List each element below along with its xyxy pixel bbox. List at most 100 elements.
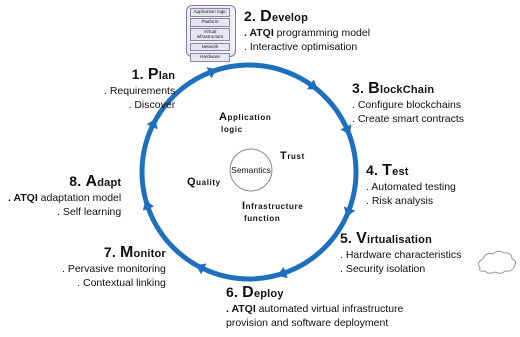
step-item-text: provision and software deployment <box>226 317 389 329</box>
step-title: 6. Deploy <box>226 284 403 302</box>
step-item-text: . Interactive optimisation <box>244 41 358 53</box>
step-items: . Pervasive monitoring. Contextual linki… <box>62 262 166 290</box>
step-items: . ATQI adaptation model. Self learning <box>8 191 121 219</box>
step-item-text: programming model <box>273 27 371 39</box>
step-number: 2. <box>244 8 261 24</box>
step-name-rest: evelop <box>271 12 308 24</box>
cycle-arrowhead <box>206 67 218 79</box>
step-items: . Hardware characteristics . Security iso… <box>340 248 461 276</box>
step-name-rest: lockChain <box>379 84 435 96</box>
step-item: . ATQI adaptation model <box>8 191 121 205</box>
step-items: . Configure blockchains . Create smart co… <box>352 98 464 126</box>
step-item-emphasis: . ATQI <box>244 27 274 39</box>
step-title: 5. Virtualisation <box>340 230 461 248</box>
step-title: 7. Monitor <box>62 244 166 262</box>
step-item-text: . Security isolation <box>340 263 426 275</box>
cycle-arrowhead <box>306 79 318 90</box>
semantics-label: Semantics <box>231 165 271 175</box>
step-item-text: . Create smart contracts <box>352 113 465 125</box>
step-name-rest: est <box>392 166 409 178</box>
inner-term-quality: Quality <box>187 176 221 188</box>
step-number: 8. <box>69 173 86 189</box>
step-item-text: . Self learning <box>57 206 122 218</box>
step-plan: 1. Plan. Requirements. Discover <box>104 66 175 112</box>
step-item: . Risk analysis <box>366 194 456 208</box>
step-item-text: adaptation model <box>37 192 122 204</box>
step-initial: D <box>242 284 254 301</box>
cycle-arrowhead <box>343 206 356 218</box>
step-initial: P <box>147 66 159 83</box>
step-item-emphasis: . ATQI <box>8 192 38 204</box>
layer-box: Network <box>190 42 230 52</box>
step-initial: T <box>382 162 393 179</box>
step-virtualisation: 5. Virtualisation. Hardware characterist… <box>340 230 461 276</box>
step-item: . Self learning <box>8 205 121 219</box>
step-blockchain: 3. BlockChain . Configure blockchains . Cr… <box>352 80 464 126</box>
step-item: . Discover <box>104 98 176 112</box>
step-initial: D <box>260 8 272 25</box>
step-item-text: . Configure blockchains <box>352 99 462 111</box>
step-initial: V <box>356 230 368 247</box>
layer-label: infrastructure <box>196 33 224 39</box>
step-initial: M <box>120 244 134 261</box>
step-title: 4. Test <box>366 162 456 180</box>
cloud-icon <box>478 250 517 274</box>
layer-label: Virtual <box>203 29 217 35</box>
step-number: 5. <box>340 230 357 246</box>
step-item-text: . Requirements <box>104 85 176 97</box>
step-initial: A <box>85 173 98 190</box>
step-item: . ATQI automated virtual infrastructure <box>226 302 403 316</box>
step-item-text: . Discover <box>128 99 176 111</box>
layer-box: Application logic <box>190 8 230 17</box>
step-items: . Requirements . Discover <box>104 84 175 112</box>
step-monitor: 7. Monitor. Pervasive monitoring. Contex… <box>62 244 166 290</box>
layer-label: Network <box>201 43 219 49</box>
step-number: 4. <box>366 162 383 178</box>
step-name-rest: lan <box>158 70 176 82</box>
step-item-text: . Pervasive monitoring <box>62 263 166 275</box>
step-items: . ATQI programming model. Interactive op… <box>244 26 370 54</box>
step-item-text: . Automated testing <box>366 181 456 193</box>
step-item: provision and software deployment <box>226 316 403 330</box>
step-name-rest: irtualisation <box>367 234 432 246</box>
step-item: . Hardware characteristics <box>340 248 461 262</box>
step-item: . Configure blockchains <box>352 98 464 112</box>
inner-term-trust: Trust <box>280 150 305 162</box>
step-item-text: . Hardware characteristics <box>340 249 462 261</box>
step-item: . Requirements <box>104 84 175 98</box>
step-number: 3. <box>352 80 369 96</box>
cycle-arrowhead <box>195 263 207 275</box>
step-number: 7. <box>103 244 120 260</box>
layer-label: Application logic <box>193 9 227 14</box>
step-adapt: 8. Adapt. ATQI adaptation model. Self le… <box>8 173 121 219</box>
semantics-circle <box>229 148 273 192</box>
step-item: . ATQI programming model <box>244 26 370 40</box>
step-item: . Contextual linking <box>62 276 166 290</box>
inner-term-infra-function: Infrastructure function <box>242 200 304 223</box>
step-item: . Create smart contracts <box>352 112 464 126</box>
step-initial: B <box>368 80 380 97</box>
cycle-arrowhead <box>146 118 158 130</box>
step-item: . Interactive optimisation <box>244 40 370 54</box>
step-item: . Security isolation <box>340 262 461 276</box>
step-test: 4. Test. Automated testing. Risk analysi… <box>366 162 456 208</box>
step-deploy: 6. Deploy. ATQI automated virtual infras… <box>226 284 403 330</box>
layer-box: Hardware <box>190 52 230 62</box>
step-name-rest: onitor <box>133 248 166 260</box>
step-items: . Automated testing. Risk analysis <box>366 180 456 208</box>
step-number: 6. <box>226 284 243 300</box>
layer-label: Platform <box>201 19 219 25</box>
cycle-arrowhead <box>340 124 352 135</box>
step-title: 8. Adapt <box>8 173 121 191</box>
step-title: 2. Develop <box>244 8 370 26</box>
step-item-text: automated virtual infrastructure <box>255 303 404 315</box>
layer-box: Platform <box>190 18 230 27</box>
step-develop: 2. Develop. ATQI programming model. Inte… <box>244 8 370 54</box>
step-item-emphasis: . ATQI <box>226 303 256 315</box>
step-item: . Automated testing <box>366 180 456 194</box>
step-name-rest: dapt <box>97 177 122 189</box>
